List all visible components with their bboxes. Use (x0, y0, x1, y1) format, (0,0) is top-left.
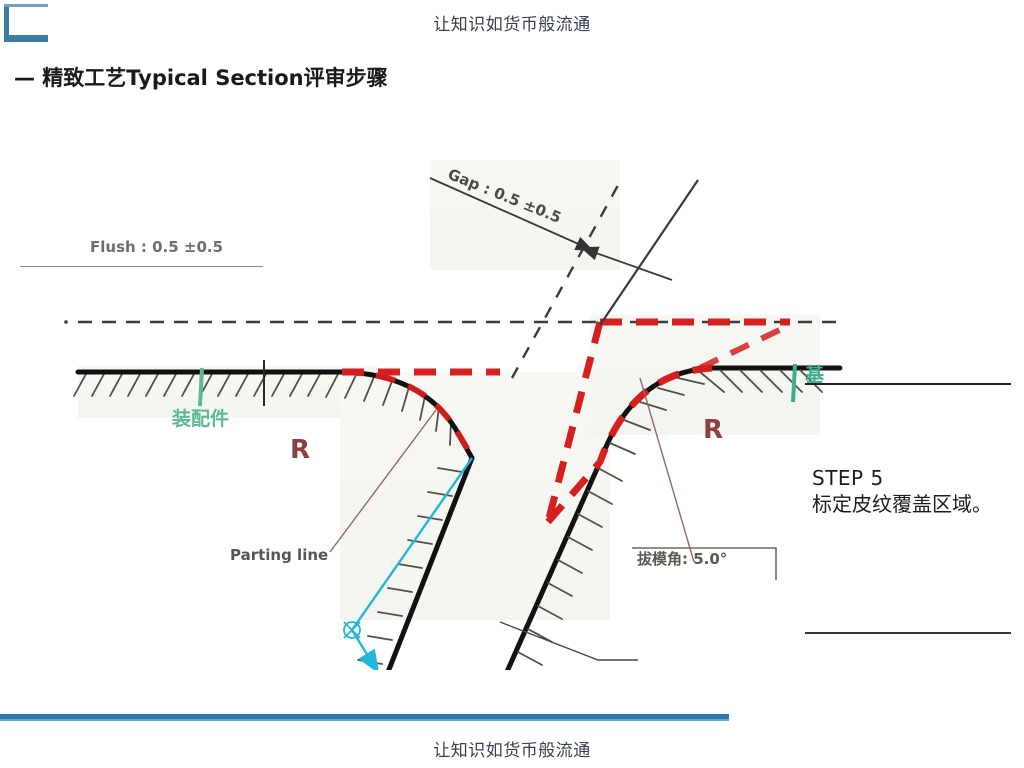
typical-section-diagram (0, 110, 1024, 670)
parting-line-label: Parting line (230, 546, 329, 564)
draft-angle-label: 拔模角: 5.0° (637, 550, 728, 568)
step-note-body: 标定皮纹覆盖区域。 (812, 491, 992, 516)
logo-top-bar (4, 4, 48, 7)
flush-underline (20, 266, 263, 267)
assembly-part-label: 装配件 (172, 408, 230, 430)
page-title: — 精致工艺Typical Section评审步骤 (14, 66, 388, 90)
footer-tagline: 让知识如货币般流通 (433, 741, 591, 761)
bracket-logo-icon (4, 4, 48, 42)
footer-divider-thin (0, 719, 729, 721)
flush-dimension-label: Flush : 0.5 ±0.5 (90, 238, 224, 256)
step-note: STEP 5 标定皮纹覆盖区域。 (812, 466, 1012, 517)
logo-bottom-bar (4, 35, 48, 42)
header-tagline: 让知识如货币般流通 (433, 15, 591, 35)
step-note-top-divider (805, 383, 1011, 385)
step-note-bottom-divider (805, 632, 1011, 634)
logo-vertical-bar (4, 4, 9, 42)
radius-label-right: R (703, 415, 724, 445)
step-note-heading: STEP 5 (812, 466, 884, 490)
base-part-label: 基 (805, 364, 825, 386)
radius-label-left: R (290, 435, 311, 465)
footer-divider (0, 714, 729, 719)
